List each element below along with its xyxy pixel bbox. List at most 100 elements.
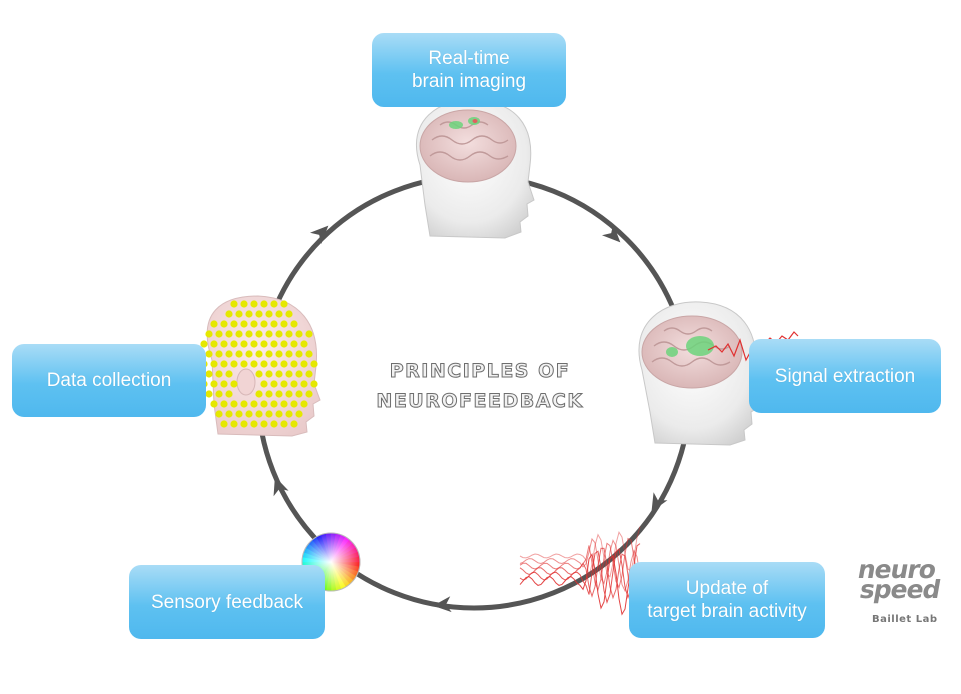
sensor-dot xyxy=(240,360,248,368)
sensor-dot xyxy=(275,310,283,318)
sensor-dot xyxy=(275,330,283,338)
sensor-dot xyxy=(305,390,313,398)
sensor-dot xyxy=(225,330,233,338)
sensor-dot xyxy=(265,310,273,318)
sensor-dot xyxy=(215,330,223,338)
sensor-dot xyxy=(255,330,263,338)
sensor-dot xyxy=(230,420,238,428)
sensor-dot xyxy=(270,320,278,328)
sensor-dot xyxy=(305,370,313,378)
sensor-dot xyxy=(250,320,258,328)
sensor-dot xyxy=(240,300,248,308)
sensor-dot xyxy=(205,350,213,358)
sensor-dot xyxy=(210,400,218,408)
sensor-dot xyxy=(295,370,303,378)
stage-box-signal-extraction: Signal extraction xyxy=(749,339,941,413)
stage-label: Data collection xyxy=(46,370,172,391)
stage-label: Update of xyxy=(685,578,769,599)
sensor-dot xyxy=(305,330,313,338)
sensor-dot xyxy=(235,310,243,318)
sensor-dot xyxy=(290,340,298,348)
sensor-dot xyxy=(240,340,248,348)
sensor-dot xyxy=(260,400,268,408)
neurospeed-logo: neuro speed Baillet Lab xyxy=(856,555,954,625)
sensor-dot xyxy=(205,330,213,338)
sensor-dot xyxy=(235,410,243,418)
sensor-dot xyxy=(300,400,308,408)
sensor-dot xyxy=(220,320,228,328)
sensor-dot xyxy=(230,400,238,408)
sensor-dot xyxy=(215,370,223,378)
sensor-dot xyxy=(225,370,233,378)
sensor-dot xyxy=(280,320,288,328)
sensor-dot xyxy=(270,400,278,408)
sensor-dot xyxy=(290,420,298,428)
sensor-dot xyxy=(280,400,288,408)
sensor-dot xyxy=(215,390,223,398)
sensor-dot xyxy=(220,420,228,428)
sensor-dot xyxy=(260,300,268,308)
sensor-dot xyxy=(260,320,268,328)
sensor-dot xyxy=(250,340,258,348)
diagram-title: Principles of Neurofeedback xyxy=(360,356,600,416)
sensor-dot xyxy=(235,350,243,358)
sensor-dot xyxy=(265,350,273,358)
sensor-dot xyxy=(275,350,283,358)
sensor-dot xyxy=(210,340,218,348)
sensor-dot xyxy=(225,410,233,418)
sensor-dot xyxy=(255,350,263,358)
sensor-dot xyxy=(270,300,278,308)
stage-box-update-target: Update of target brain activity xyxy=(629,562,825,638)
sensor-dot xyxy=(275,410,283,418)
sensor-dot xyxy=(225,390,233,398)
sensor-dot xyxy=(260,420,268,428)
sensor-dot xyxy=(265,410,273,418)
sensor-dot xyxy=(255,390,263,398)
diagram-title-line: Principles of xyxy=(389,360,571,383)
sensor-dot xyxy=(250,420,258,428)
sensor-dot xyxy=(290,360,298,368)
sensor-dot xyxy=(220,400,228,408)
stage-label: Real-time xyxy=(428,48,510,69)
sensor-dot xyxy=(255,370,263,378)
stage-label: Signal extraction xyxy=(774,365,916,387)
sensor-dot xyxy=(225,310,233,318)
sensor-dot xyxy=(220,380,228,388)
update-traces xyxy=(519,526,641,616)
sensor-dot xyxy=(250,400,258,408)
update-trace-line xyxy=(519,543,641,604)
stage-box-data-collection: Data collection xyxy=(12,344,206,417)
cycle-arrow-bottom-right xyxy=(651,492,668,512)
stage-label: brain imaging xyxy=(411,71,527,92)
sensor-dot xyxy=(295,350,303,358)
sensor-dot xyxy=(245,330,253,338)
brain-imaging-head xyxy=(415,99,535,239)
sensor-dot xyxy=(215,350,223,358)
sensor-dot xyxy=(275,370,283,378)
sensor-dot xyxy=(305,350,313,358)
sensor-dot xyxy=(285,350,293,358)
sensor-dot xyxy=(290,400,298,408)
sensor-dot xyxy=(230,380,238,388)
sensor-dot xyxy=(280,380,288,388)
stage-box-brain-imaging: Real-time brain imaging xyxy=(372,33,566,107)
sensor-dot xyxy=(210,320,218,328)
sensor-dot xyxy=(220,340,228,348)
sensor-dot xyxy=(300,360,308,368)
sensor-dot xyxy=(295,390,303,398)
sensor-dot xyxy=(280,360,288,368)
sensor-dot xyxy=(280,340,288,348)
sensor-dot xyxy=(285,410,293,418)
stage-box-sensory-feedback: Sensory feedback xyxy=(129,565,325,639)
sensor-dot xyxy=(260,360,268,368)
sensor-dot xyxy=(275,390,283,398)
sensor-dot xyxy=(285,390,293,398)
sensor-dot xyxy=(280,420,288,428)
sensor-dot xyxy=(200,340,208,348)
stage-label: target brain activity xyxy=(647,601,807,622)
cycle-arrow-bottom xyxy=(433,596,452,613)
sensor-dot xyxy=(310,360,318,368)
sensor-dot xyxy=(255,410,263,418)
sensor-dot xyxy=(270,380,278,388)
